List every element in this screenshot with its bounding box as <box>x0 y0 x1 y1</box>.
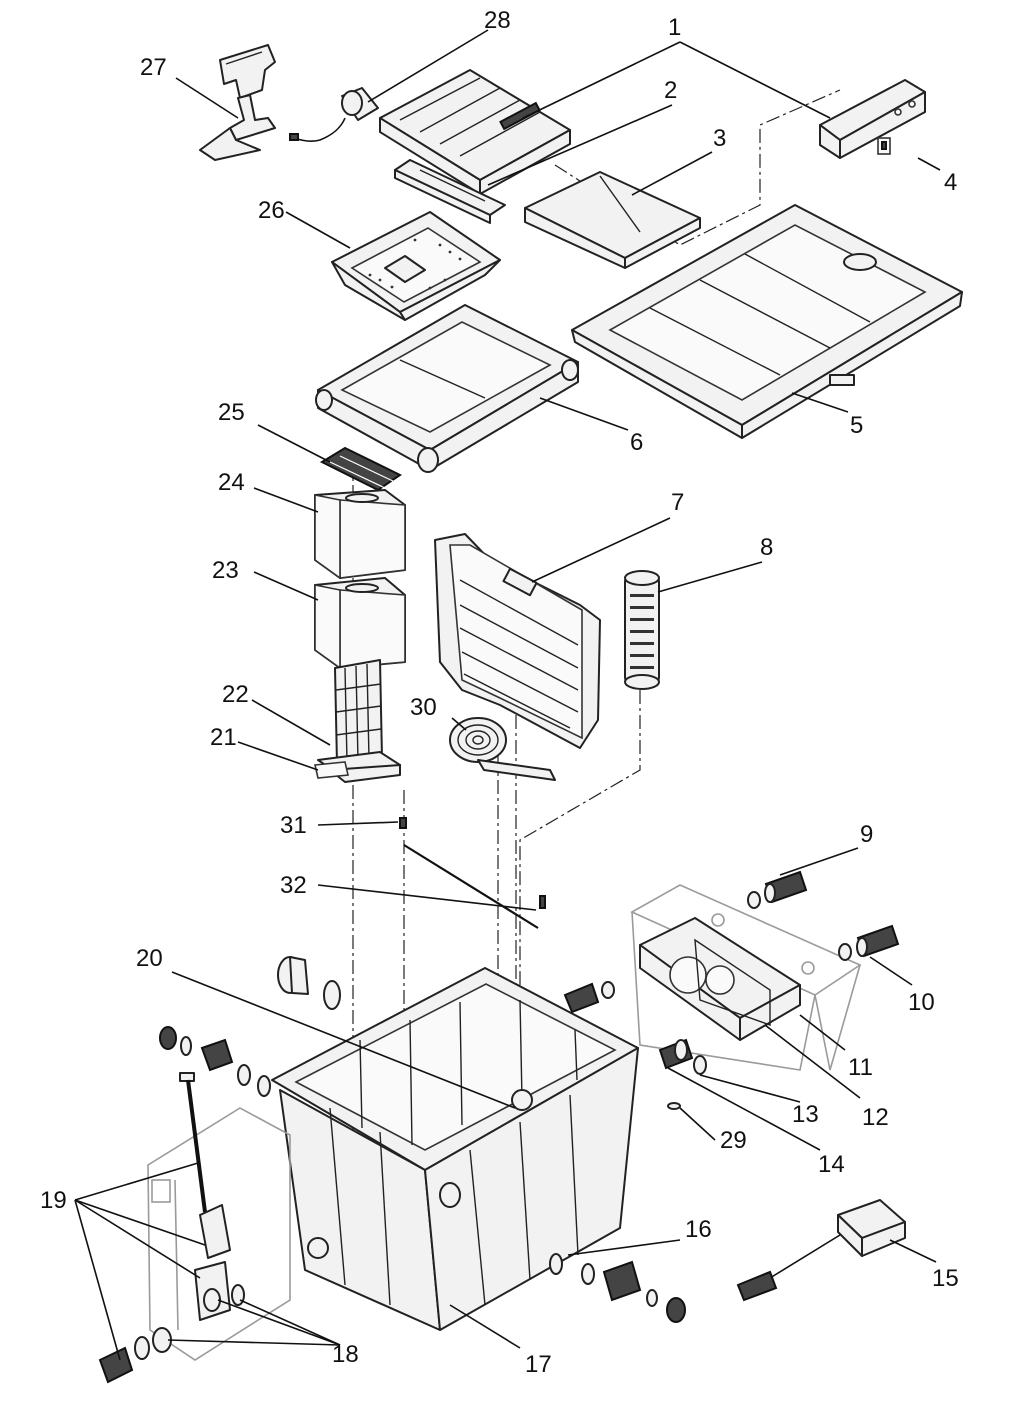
callout-16: 16 <box>685 1216 712 1243</box>
part-12-seal-plate <box>694 938 771 1026</box>
callout-13: 13 <box>792 1101 819 1128</box>
part-29-plug <box>667 1102 681 1110</box>
callout-21: 21 <box>210 724 237 751</box>
part-26-strainer-tray <box>331 211 501 321</box>
part-9-hose-fitting <box>747 870 808 909</box>
callout-27: 27 <box>140 54 167 81</box>
callout-8: 8 <box>760 534 773 561</box>
callout-4: 4 <box>944 169 957 196</box>
part-left-inlet-fitting <box>563 981 615 1014</box>
part-3-filter-pad <box>524 171 701 269</box>
callout-14: 14 <box>818 1151 845 1178</box>
part-31-pin <box>399 817 407 829</box>
part-4-holder <box>819 79 926 159</box>
callout-19: 19 <box>40 1187 67 1214</box>
leader-lines <box>74 29 941 1361</box>
callout-17: 17 <box>525 1351 552 1378</box>
callout-3: 3 <box>713 125 726 152</box>
callout-25: 25 <box>218 399 245 426</box>
part-28-uv-lamp <box>289 87 379 143</box>
part-10-hose-fitting <box>838 924 900 961</box>
callout-12: 12 <box>862 1104 889 1131</box>
callout-1: 1 <box>668 14 681 41</box>
part-20-fittings <box>277 956 341 1010</box>
part-5-lid <box>571 204 963 439</box>
callout-9: 9 <box>860 821 873 848</box>
part-7-baffle-plate <box>434 533 601 749</box>
part-16-outlet-fittings <box>549 1253 686 1323</box>
part-14-coupling <box>658 1038 694 1070</box>
callout-10: 10 <box>908 989 935 1016</box>
callout-labels: 1 2 3 4 5 6 7 8 9 10 11 12 13 14 15 16 1… <box>40 7 959 1378</box>
left-upper-fitting-chain <box>159 1026 271 1097</box>
part-32-rod <box>403 844 546 929</box>
part-27-handle <box>199 44 276 161</box>
part-6-frame <box>315 304 579 473</box>
part-19-gate-valve <box>179 1072 231 1321</box>
part-17-basin <box>271 967 639 1331</box>
part-22-filter-cage <box>317 659 401 783</box>
callout-29: 29 <box>720 1127 747 1154</box>
part-15-ballast <box>736 1199 906 1302</box>
callout-32: 32 <box>280 872 307 899</box>
callout-31: 31 <box>280 812 307 839</box>
callout-20: 20 <box>136 945 163 972</box>
callout-2: 2 <box>664 77 677 104</box>
callout-7: 7 <box>671 489 684 516</box>
callout-11: 11 <box>848 1054 873 1081</box>
part-13-oring <box>693 1055 707 1075</box>
part-2-bracket <box>394 159 506 224</box>
callout-5: 5 <box>850 412 863 439</box>
ghost-housing-left <box>147 1107 291 1361</box>
callout-23: 23 <box>212 557 239 584</box>
callout-30: 30 <box>410 694 437 721</box>
part-1-lamp-housing <box>379 69 571 195</box>
callout-6: 6 <box>630 429 643 456</box>
part-24-foam-block <box>314 489 406 580</box>
callout-26: 26 <box>258 197 285 224</box>
part-30-coiled-strip <box>449 717 556 781</box>
callout-18: 18 <box>332 1341 359 1368</box>
part-8-mesh-cartridge <box>624 570 660 690</box>
callout-28: 28 <box>484 7 511 34</box>
part-21-pad <box>314 761 349 779</box>
callout-15: 15 <box>932 1265 959 1292</box>
part-11-gasket <box>639 917 801 1041</box>
part-25-grid-plate <box>319 446 402 492</box>
strainer-dots <box>368 238 462 290</box>
part-23-foam-block <box>314 577 406 670</box>
callout-24: 24 <box>218 469 245 496</box>
callout-22: 22 <box>222 681 249 708</box>
